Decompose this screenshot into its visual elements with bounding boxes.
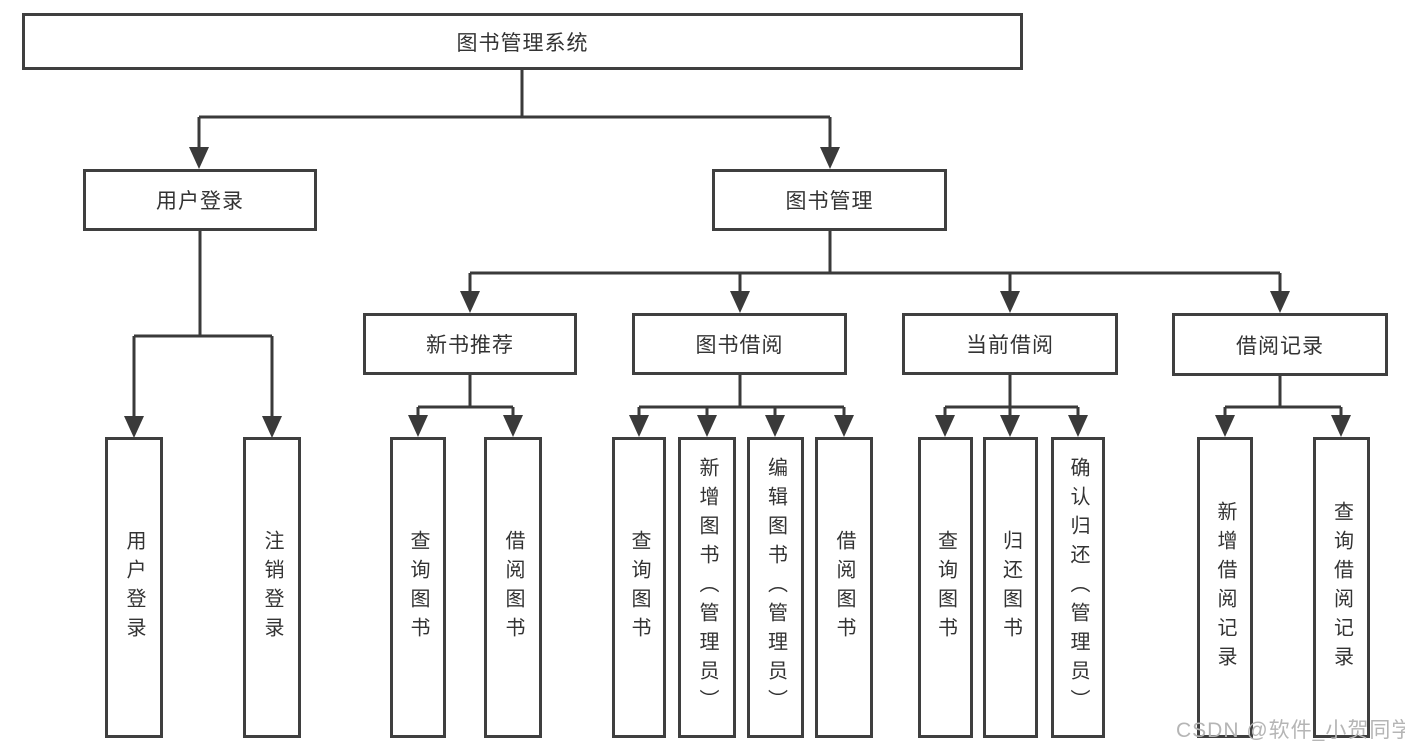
connector-userlogin-to-children xyxy=(132,231,274,419)
node-book-management: 图书管理 xyxy=(712,169,947,231)
leaf-user-login: 用户登录 xyxy=(105,437,163,738)
node-book-borrowing: 图书借阅 xyxy=(632,313,847,375)
leaf-confirm-return-admin: 确认归还（管理员） xyxy=(1051,437,1105,738)
arrow-down-icon xyxy=(1331,415,1351,437)
leaf-add-book-admin: 新增图书（管理员） xyxy=(678,437,736,738)
connector-currentborrow-to-children xyxy=(943,375,1080,418)
arrow-down-icon xyxy=(820,147,840,169)
leaf-query-book-borrowing: 查询图书 xyxy=(612,437,666,738)
node-borrowing-records: 借阅记录 xyxy=(1172,313,1388,376)
arrow-down-icon xyxy=(834,415,854,437)
arrow-down-icon xyxy=(1000,415,1020,437)
arrowhead-icons xyxy=(124,147,1351,438)
leaf-add-borrow-record: 新增借阅记录 xyxy=(1197,437,1253,738)
leaf-return-book: 归还图书 xyxy=(983,437,1038,738)
arrow-down-icon xyxy=(189,147,209,169)
connector-root-to-level2 xyxy=(197,70,832,150)
watermark-text: CSDN @软件_小贺同学 xyxy=(1176,719,1405,742)
arrow-down-icon xyxy=(503,415,523,437)
arrow-down-icon xyxy=(262,416,282,438)
arrow-down-icon xyxy=(124,416,144,438)
arrow-down-icon xyxy=(697,415,717,437)
arrow-down-icon xyxy=(765,415,785,437)
arrow-down-icon xyxy=(1000,291,1020,313)
arrow-down-icon xyxy=(460,291,480,313)
connector-bookmgmt-to-level3 xyxy=(468,231,1282,294)
leaf-query-book-recommend: 查询图书 xyxy=(390,437,446,738)
connector-borrowrecord-to-children xyxy=(1223,376,1343,418)
connector-bookborrow-to-children xyxy=(637,375,846,418)
leaf-edit-book-admin: 编辑图书（管理员） xyxy=(747,437,804,738)
arrow-down-icon xyxy=(935,415,955,437)
node-user-login: 用户登录 xyxy=(83,169,317,231)
leaf-logout: 注销登录 xyxy=(243,437,301,738)
arrow-down-icon xyxy=(1068,415,1088,437)
node-current-borrowing: 当前借阅 xyxy=(902,313,1118,375)
leaf-query-book-current: 查询图书 xyxy=(918,437,973,738)
leaf-borrow-book: 借阅图书 xyxy=(815,437,873,738)
arrow-down-icon xyxy=(730,291,750,313)
arrow-down-icon xyxy=(629,415,649,437)
connector-newbookrec-to-children xyxy=(416,375,515,418)
arrow-down-icon xyxy=(1270,291,1290,313)
arrow-down-icon xyxy=(408,415,428,437)
node-new-book-recommend: 新书推荐 xyxy=(363,313,577,375)
leaf-borrow-book-recommend: 借阅图书 xyxy=(484,437,542,738)
arrow-down-icon xyxy=(1215,415,1235,437)
leaf-query-borrow-record: 查询借阅记录 xyxy=(1313,437,1370,738)
node-root-system: 图书管理系统 xyxy=(22,13,1023,70)
